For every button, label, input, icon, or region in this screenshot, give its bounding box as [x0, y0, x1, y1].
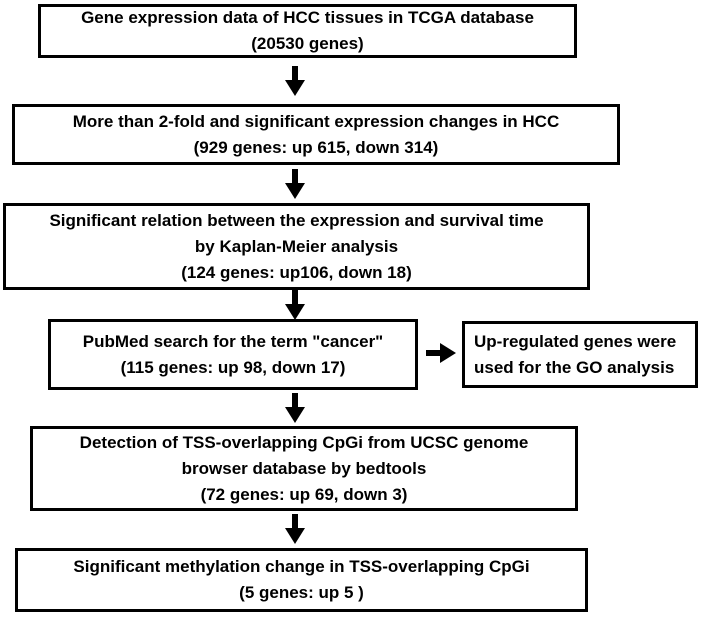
step-text-line: Significant methylation change in TSS-ov…: [73, 557, 530, 576]
step-text-line: Significant relation between the express…: [49, 210, 544, 230]
step-count-line: (929 genes: up 615, down 314): [193, 137, 439, 157]
step-count-line: (20530 genes): [251, 34, 364, 53]
right-arrow-icon: [426, 342, 456, 364]
down-arrow-icon: [284, 514, 306, 544]
step-methylation-change: Significant methylation change in TSS-ov…: [15, 548, 588, 612]
down-arrow-icon: [284, 393, 306, 423]
step-pubmed-search: PubMed search for the term "cancer" (115…: [48, 319, 418, 390]
step-tcga-data: Gene expression data of HCC tissues in T…: [38, 4, 577, 58]
step-expression-change-filter: More than 2-fold and significant express…: [12, 104, 620, 165]
down-arrow-icon: [284, 290, 306, 320]
step-count-line: (72 genes: up 69, down 3): [200, 484, 408, 504]
step-text-line: by Kaplan-Meier analysis: [194, 236, 399, 256]
side-note-line: Up-regulated genes were: [474, 331, 677, 351]
down-arrow-icon: [284, 169, 306, 199]
step-count-line: (5 genes: up 5 ): [239, 583, 364, 602]
step-text-line: browser database by bedtools: [181, 458, 427, 478]
step-count-line: (124 genes: up106, down 18): [181, 262, 412, 282]
side-note-line: used for the GO analysis: [474, 357, 675, 377]
step-survival-analysis: Significant relation between the express…: [3, 203, 590, 290]
down-arrow-icon: [284, 66, 306, 96]
step-text-line: More than 2-fold and significant express…: [72, 111, 560, 131]
step-text-line: Gene expression data of HCC tissues in T…: [81, 8, 534, 27]
side-note-go-analysis: Up-regulated genes were used for the GO …: [462, 321, 698, 388]
step-count-line: (115 genes: up 98, down 17): [120, 357, 346, 377]
step-text-line: PubMed search for the term "cancer": [82, 331, 384, 351]
step-cpgi-detection: Detection of TSS-overlapping CpGi from U…: [30, 426, 578, 511]
step-text-line: Detection of TSS-overlapping CpGi from U…: [79, 432, 529, 452]
